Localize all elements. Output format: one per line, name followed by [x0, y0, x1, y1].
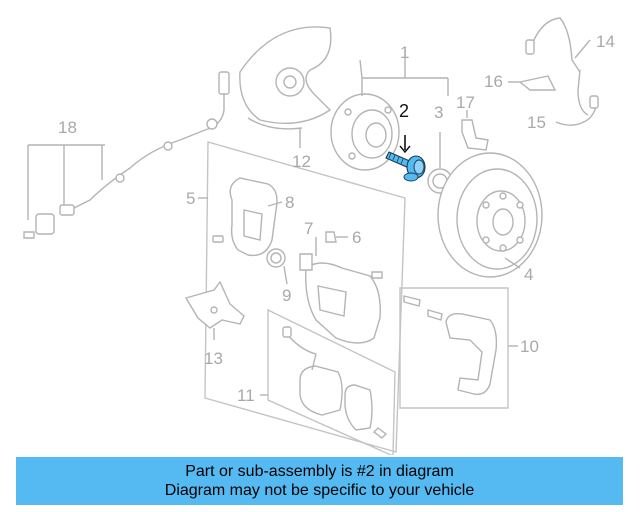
callout-5: 5	[186, 189, 195, 208]
callout-9: 9	[282, 286, 291, 305]
part-info-banner: Part or sub-assembly is #2 in diagram Di…	[16, 457, 623, 505]
callout-18: 18	[58, 118, 77, 137]
callout-6: 6	[352, 228, 361, 247]
callout-3: 3	[434, 103, 443, 122]
wheel-hub	[330, 58, 449, 171]
abs-sensor-wire	[23, 71, 230, 239]
banner-disclaimer-line: Diagram may not be specific to your vehi…	[164, 482, 475, 499]
hub-bolt-highlighted	[385, 135, 426, 182]
caliper-bracket-box	[399, 287, 518, 409]
brake-pads-box	[260, 308, 396, 455]
callout-8: 8	[285, 193, 294, 212]
splash-shield	[239, 26, 332, 130]
caliper-assembly-box	[198, 141, 406, 453]
callout-13: 13	[204, 349, 223, 368]
banner-part-line: Part or sub-assembly is #2 in diagram	[185, 463, 454, 480]
callout-12: 12	[292, 152, 311, 171]
callout-7: 7	[304, 219, 313, 238]
callout-17: 17	[456, 93, 475, 112]
callout-4: 4	[524, 265, 533, 284]
callout-1: 1	[400, 43, 409, 62]
callout-15: 15	[527, 113, 546, 132]
brake-hose-group	[461, 17, 599, 151]
callout-10: 10	[520, 337, 539, 356]
callout-14: 14	[596, 32, 615, 51]
callout-16: 16	[484, 72, 503, 91]
brake-rotor	[437, 152, 543, 278]
mounting-bracket	[184, 280, 245, 340]
callout-11: 11	[237, 386, 255, 405]
parts-diagram: 1 2 3 4 5 6 7 8 9 10 11 12 13 14 15 16 1…	[23, 17, 615, 455]
callout-2: 2	[399, 101, 409, 121]
